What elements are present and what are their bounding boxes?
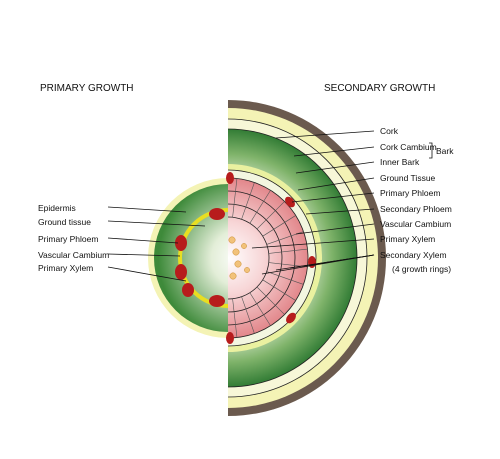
xylem-ray [232,178,238,218]
leader-lines [107,130,433,282]
label-epidermis: Epidermis [38,203,76,213]
label-primary-xylem-sec: Primary Xylem [380,234,435,244]
primary-phloem-bundles [175,208,225,307]
label-primary-xylem: Primary Xylem [38,263,93,273]
label-cork-cambium: Cork Cambium [380,142,437,152]
primary-growth-section [148,178,228,338]
xylem-ray [268,248,308,254]
vascular-cambium [178,208,228,308]
xylem-ray [256,201,285,230]
secondary-labels: Cork Cork Cambium Inner Bark Ground Tiss… [380,126,454,274]
label-vascular-cambium-sec: Vascular Cambium [380,219,451,229]
primary-xylem-dots [228,236,250,280]
xylem-ray [249,190,271,224]
label-inner-bark: Inner Bark [380,157,420,167]
secondary-xylem [228,178,308,338]
xylem-ray [249,292,271,326]
label-primary-phloem-sec: Primary Phloem [380,188,440,198]
label-ground-tissue-sec: Ground Tissue [380,173,436,183]
secondary-growth-section [228,100,386,416]
xylem-ray [232,298,238,338]
label-growth-rings: (4 growth rings) [392,264,451,274]
label-primary-phloem: Primary Phloem [38,234,98,244]
boundary-phloem [226,172,234,344]
label-ground-tissue: Ground tissue [38,217,91,227]
label-secondary-xylem: Secondary Xylem [380,250,447,260]
primary-labels: Epidermis Ground tissue Primary Phloem V… [38,203,109,273]
xylem-ray [262,279,296,301]
label-vascular-cambium: Vascular Cambium [38,250,109,260]
ground-tissue [154,184,228,332]
primary-growth-heading: PRIMARY GROWTH [40,83,134,94]
label-bark: Bark [436,146,454,156]
label-secondary-phloem: Secondary Phloem [380,204,452,214]
xylem-ray [266,271,304,285]
label-cork: Cork [380,126,399,136]
xylem-ray [241,296,255,334]
xylem-ray [241,182,255,220]
xylem-ray [256,286,285,315]
xylem-ray [262,215,296,237]
secondary-growth-heading: SECONDARY GROWTH [324,83,435,94]
secondary-primary-phloem [285,196,316,324]
